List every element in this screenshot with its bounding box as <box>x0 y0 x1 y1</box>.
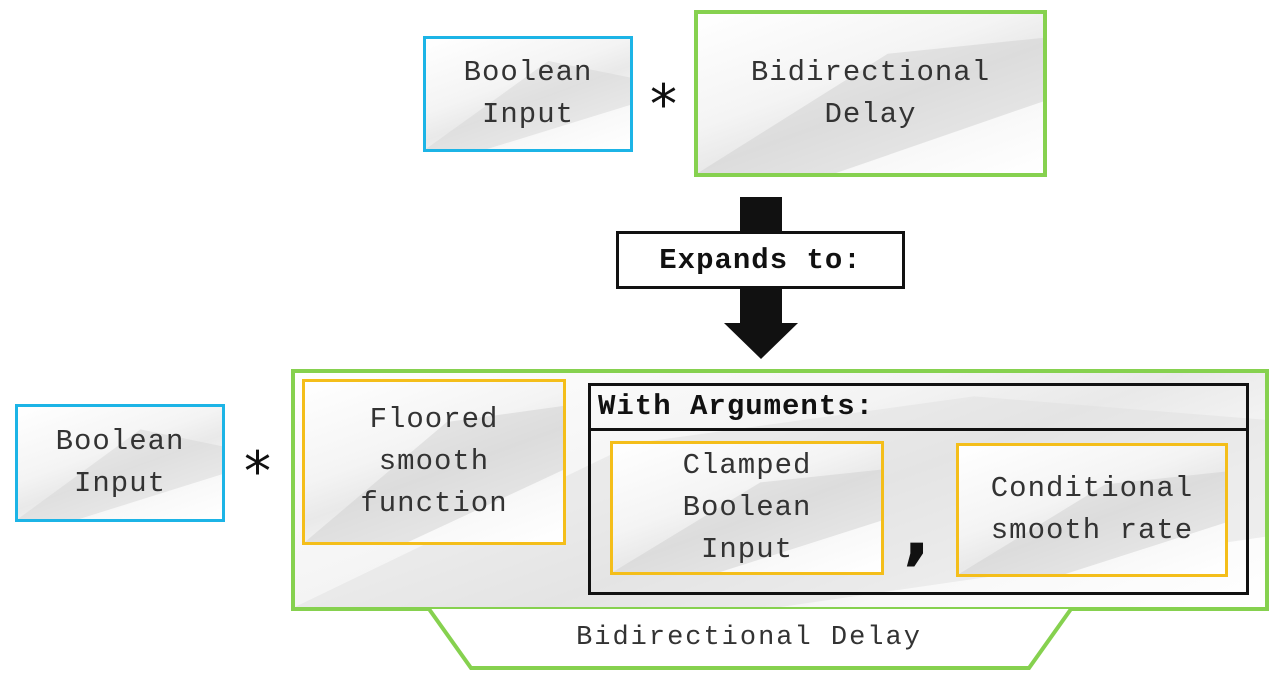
argument-separator-comma: , <box>903 489 931 573</box>
expands-to-label: Expands to: <box>616 231 905 289</box>
top-boolean-input-box: Boolean Input <box>423 36 633 152</box>
bidirectional-delay-tab-label: Bidirectional Delay <box>576 623 922 653</box>
top-multiply-operator: * <box>650 73 677 136</box>
clamped-boolean-input-box: Clamped Boolean Input <box>610 441 884 575</box>
conditional-smooth-rate-box: Conditional smooth rate <box>956 443 1228 577</box>
clamped-boolean-input-label: Clamped Boolean Input <box>682 449 812 566</box>
top-bidirectional-delay-box: Bidirectional Delay <box>694 10 1047 177</box>
top-boolean-input-label: Boolean Input <box>463 56 593 131</box>
top-bidirectional-delay-label: Bidirectional Delay <box>750 55 991 131</box>
floored-smooth-function-box: Floored smooth function <box>302 379 566 545</box>
with-arguments-header: With Arguments: <box>588 383 1249 431</box>
bidirectional-delay-tab <box>427 607 1073 670</box>
bottom-boolean-input-box: Boolean Input <box>15 404 225 522</box>
conditional-smooth-rate-label: Conditional smooth rate <box>990 472 1194 547</box>
floored-smooth-function-label: Floored smooth function <box>360 403 508 520</box>
bottom-multiply-operator: * <box>244 440 271 503</box>
bottom-boolean-input-label: Boolean Input <box>55 425 185 500</box>
